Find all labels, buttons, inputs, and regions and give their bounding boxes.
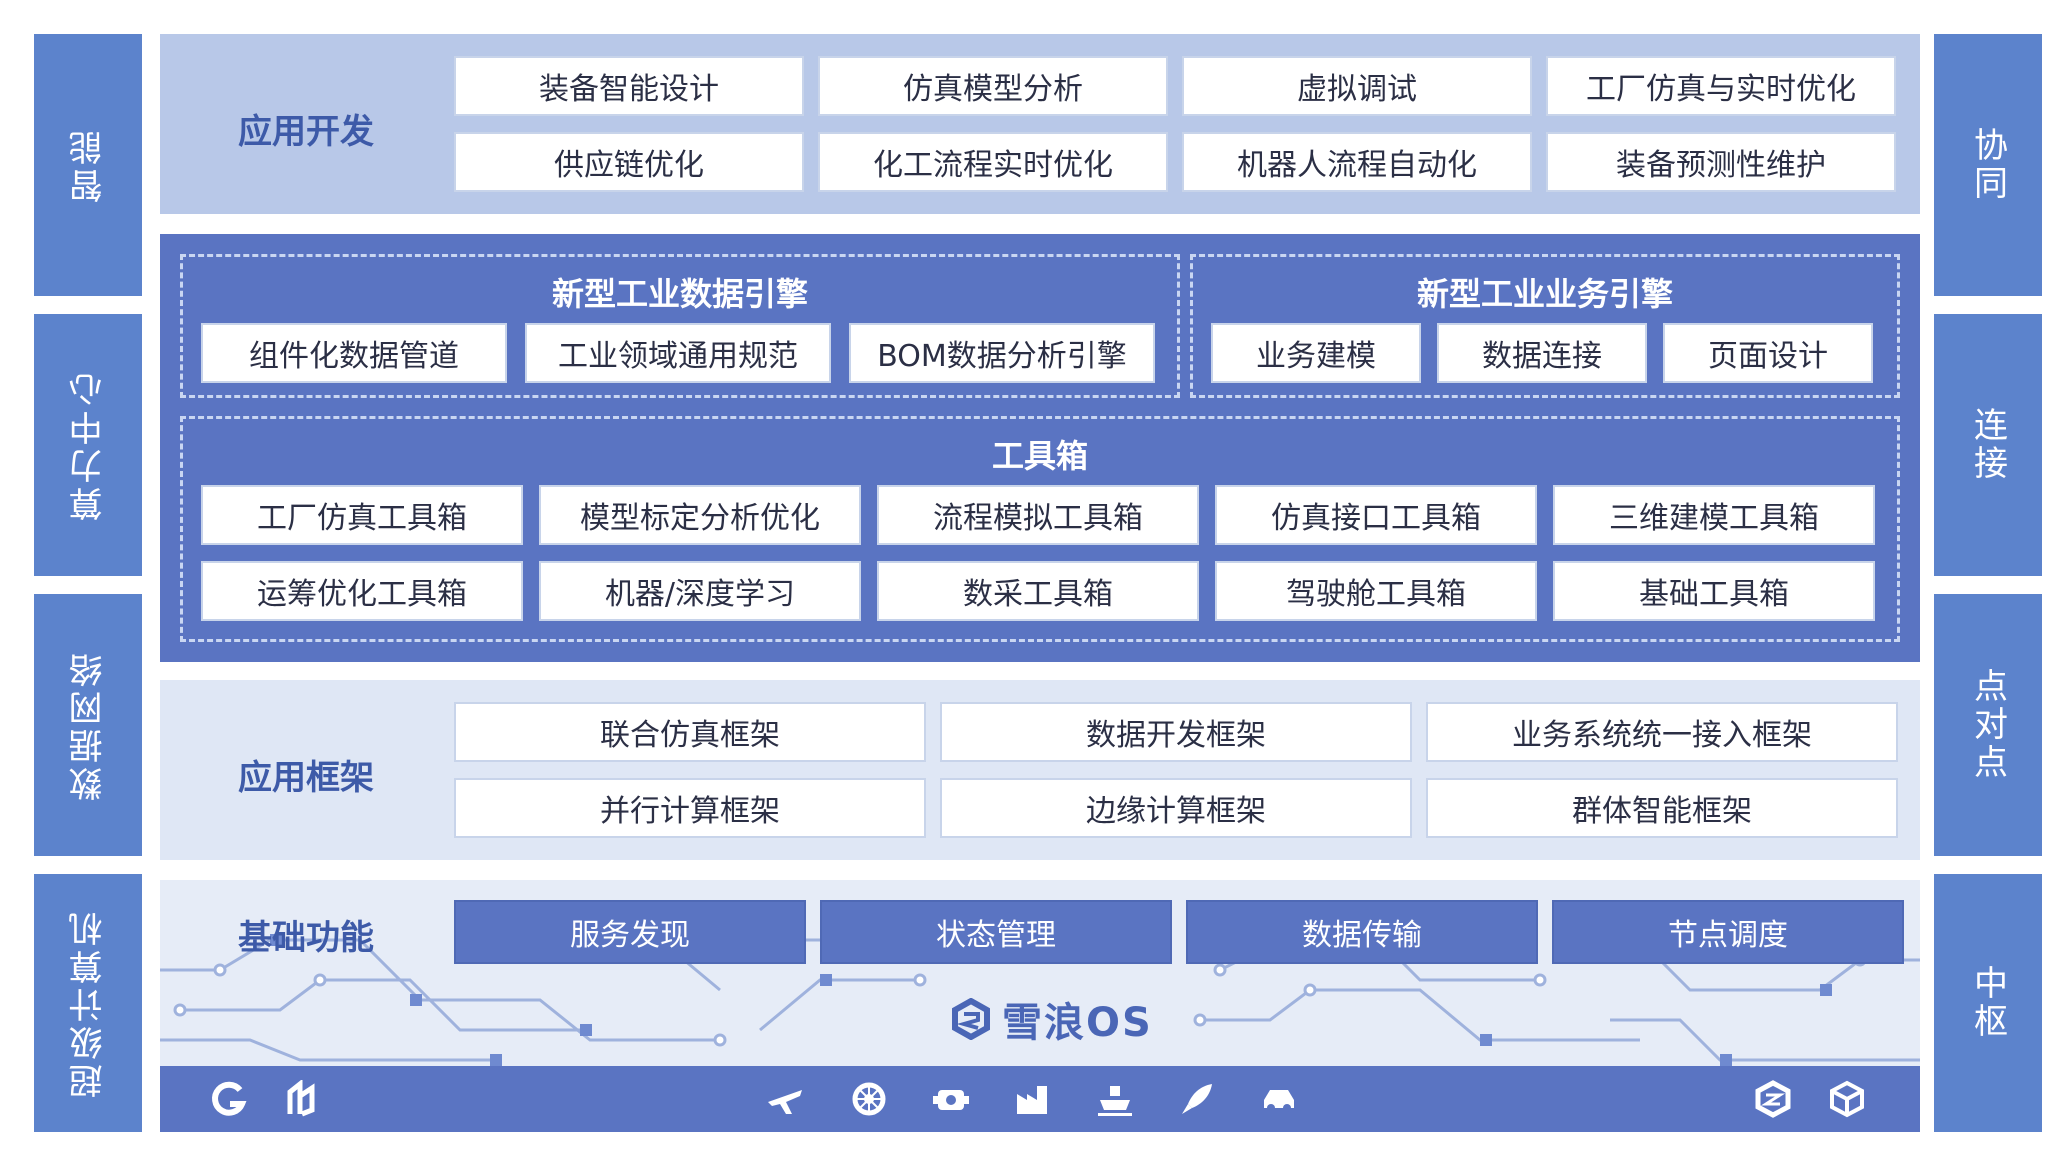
pillar-right-1: 协同 xyxy=(1934,34,2042,296)
biz-engine-item: 业务建模 xyxy=(1211,323,1421,383)
framework-item: 边缘计算框架 xyxy=(940,778,1412,838)
cube-icon xyxy=(1830,1080,1864,1118)
data-engine-item: BOM数据分析引擎 xyxy=(849,323,1155,383)
app-dev-item: 化工流程实时优化 xyxy=(818,132,1168,192)
pillar-right-3: 点对点 xyxy=(1934,594,2042,856)
pillar-right-4: 中枢 xyxy=(1934,874,2042,1132)
toolbox-item: 运筹优化工具箱 xyxy=(201,561,523,621)
factory-icon xyxy=(1017,1086,1047,1114)
toolbox-item: 数采工具箱 xyxy=(877,561,1199,621)
base-func-item: 节点调度 xyxy=(1552,900,1904,964)
brand-leaf-icon xyxy=(287,1080,315,1117)
pillar-left-3: 数据网络 xyxy=(34,594,142,856)
framework-item: 并行计算框架 xyxy=(454,778,926,838)
airplane-icon xyxy=(768,1090,802,1114)
pillar-left-2: 算力中心 xyxy=(34,314,142,576)
framework-item: 联合仿真框架 xyxy=(454,702,926,762)
engine-icon xyxy=(933,1090,969,1110)
app-framework-title: 应用框架 xyxy=(238,758,374,798)
pillar-label: 协同 xyxy=(1967,127,2008,203)
os-logo-icon xyxy=(952,998,990,1040)
framework-item: 数据开发框架 xyxy=(940,702,1412,762)
pillar-label: 智能 xyxy=(68,127,109,203)
app-dev-item: 装备智能设计 xyxy=(454,56,804,116)
pillar-label: 中枢 xyxy=(1967,965,2008,1041)
gear-icon xyxy=(852,1082,886,1116)
pillar-label: 算力中心 xyxy=(68,369,109,521)
app-dev-item: 工厂仿真与实时优化 xyxy=(1546,56,1896,116)
hexagon-icon xyxy=(1755,1080,1791,1118)
pillar-left-4: 超级计算机 xyxy=(34,874,142,1132)
app-dev-item: 装备预测性维护 xyxy=(1546,132,1896,192)
toolbox-item: 基础工具箱 xyxy=(1553,561,1875,621)
framework-item: 群体智能框架 xyxy=(1426,778,1898,838)
app-dev-item: 虚拟调试 xyxy=(1182,56,1532,116)
toolbox-item: 三维建模工具箱 xyxy=(1553,485,1875,545)
car-icon xyxy=(1264,1090,1294,1112)
base-func-item: 状态管理 xyxy=(820,900,1172,964)
toolbox-group: 工具箱 工厂仿真工具箱 模型标定分析优化 流程模拟工具箱 仿真接口工具箱 三维建… xyxy=(180,416,1900,642)
toolbox-item: 流程模拟工具箱 xyxy=(877,485,1199,545)
toolbox-item: 驾驶舱工具箱 xyxy=(1215,561,1537,621)
base-func-band: 基础功能 服务发现 状态管理 数据传输 节点调度 雪浪OS xyxy=(160,880,1920,1132)
pillar-label: 超级计算机 xyxy=(68,908,109,1098)
toolbox-item: 机器/深度学习 xyxy=(539,561,861,621)
os-logo: 雪浪OS xyxy=(950,990,1153,1048)
icon-bar xyxy=(160,1066,1920,1132)
biz-engine-title: 新型工业业务引擎 xyxy=(1416,275,1673,313)
ship-icon xyxy=(1098,1086,1132,1116)
data-engine-title: 新型工业数据引擎 xyxy=(551,275,808,313)
app-framework-band: 应用框架 联合仿真框架 数据开发框架 业务系统统一接入框架 并行计算框架 边缘计… xyxy=(160,680,1920,860)
framework-item: 业务系统统一接入框架 xyxy=(1426,702,1898,762)
app-dev-title: 应用开发 xyxy=(238,112,374,152)
base-func-item: 数据传输 xyxy=(1186,900,1538,964)
app-dev-item: 供应链优化 xyxy=(454,132,804,192)
brand-g-icon xyxy=(212,1081,247,1116)
base-func-title: 基础功能 xyxy=(238,918,374,958)
toolbox-item: 仿真接口工具箱 xyxy=(1215,485,1537,545)
app-dev-item: 机器人流程自动化 xyxy=(1182,132,1532,192)
app-dev-band: 应用开发 装备智能设计 仿真模型分析 虚拟调试 工厂仿真与实时优化 供应链优化 … xyxy=(160,34,1920,214)
pillar-label: 数据网络 xyxy=(68,649,109,801)
pillar-left-1: 智能 xyxy=(34,34,142,296)
base-func-item: 服务发现 xyxy=(454,900,806,964)
pillar-label: 点对点 xyxy=(1967,668,2008,782)
os-logo-text: 雪浪OS xyxy=(1002,1000,1153,1046)
data-engine-item: 工业领域通用规范 xyxy=(525,323,831,383)
engine-band: 新型工业数据引擎 组件化数据管道 工业领域通用规范 BOM数据分析引擎 新型工业… xyxy=(160,234,1920,662)
biz-engine-item: 页面设计 xyxy=(1663,323,1873,383)
rocket-icon xyxy=(1182,1084,1212,1114)
biz-engine-item: 数据连接 xyxy=(1437,323,1647,383)
data-engine-item: 组件化数据管道 xyxy=(201,323,507,383)
data-engine-group: 新型工业数据引擎 组件化数据管道 工业领域通用规范 BOM数据分析引擎 xyxy=(180,254,1180,398)
toolbox-title: 工具箱 xyxy=(991,437,1088,475)
biz-engine-group: 新型工业业务引擎 业务建模 数据连接 页面设计 xyxy=(1190,254,1900,398)
pillar-label: 连接 xyxy=(1967,407,2008,483)
toolbox-item: 工厂仿真工具箱 xyxy=(201,485,523,545)
toolbox-item: 模型标定分析优化 xyxy=(539,485,861,545)
pillar-right-2: 连接 xyxy=(1934,314,2042,576)
app-dev-item: 仿真模型分析 xyxy=(818,56,1168,116)
